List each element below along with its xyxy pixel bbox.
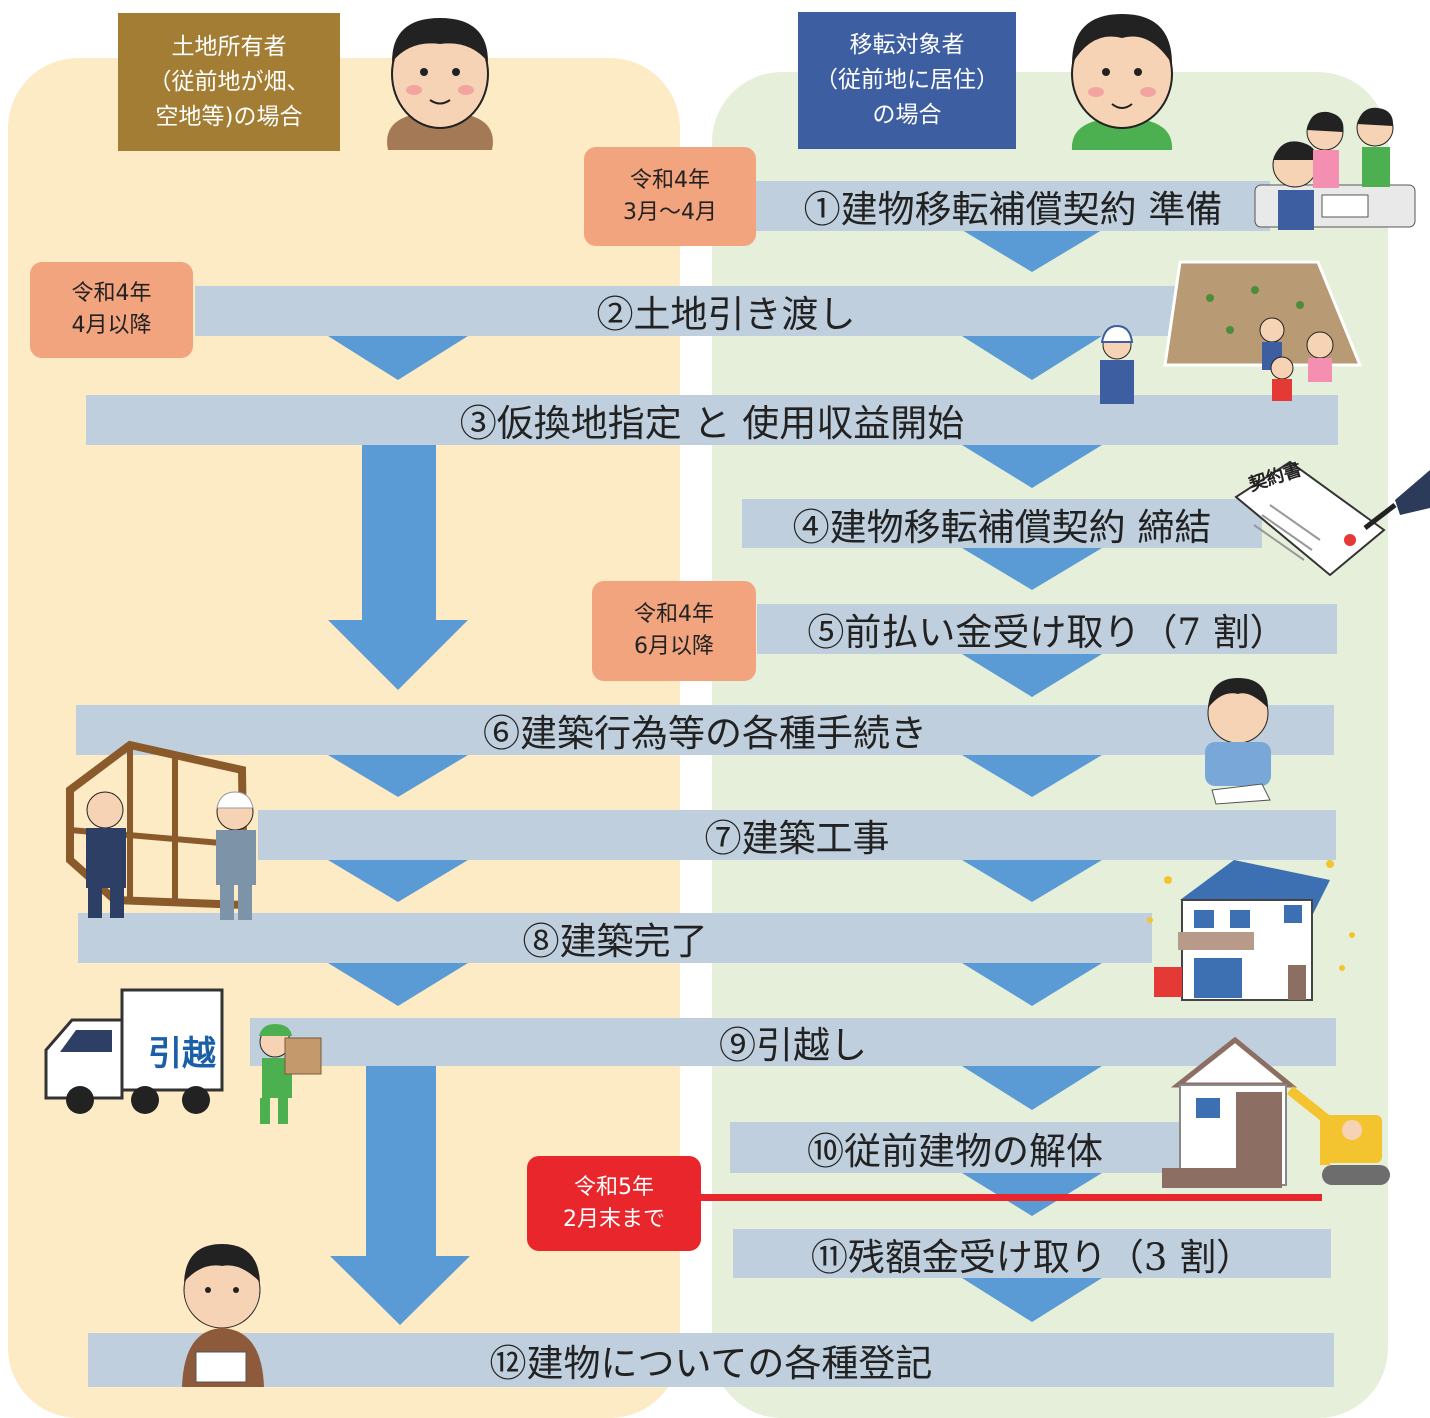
step-5-bar: ⑤前払い金受け取り（7 割） bbox=[757, 604, 1337, 654]
deadline-line bbox=[690, 1194, 1322, 1201]
arrow-11-to-12 bbox=[962, 1278, 1102, 1322]
step-10-bar: ⑩従前建物の解体 bbox=[730, 1122, 1180, 1173]
step-12-label: ⑫建物についての各種登記 bbox=[489, 1342, 933, 1385]
date-badge-step-1: 令和4年 3月～4月 bbox=[584, 147, 756, 246]
arrow-9-to-12-long bbox=[330, 1066, 470, 1325]
arrow-8-to-9-right bbox=[962, 963, 1102, 1006]
arrow-3-to-6-long bbox=[328, 440, 468, 690]
arrow-7-to-8-right bbox=[962, 860, 1102, 902]
arrow-3-to-4 bbox=[962, 445, 1102, 488]
step-4-label: ④建物移転補償契約 締結 bbox=[792, 505, 1212, 549]
arrow-1-to-2 bbox=[962, 230, 1102, 272]
arrow-4-to-5 bbox=[962, 548, 1102, 590]
relocatee-header: 移転対象者 （従前地に居住） の場合 bbox=[798, 12, 1016, 149]
deadline-badge: 令和5年 2月末まで bbox=[527, 1156, 701, 1251]
flow-arrows bbox=[328, 230, 1102, 1325]
step-8-bar: ⑧建築完了 bbox=[78, 913, 1152, 963]
step-2-label: ②土地引き渡し bbox=[596, 293, 856, 336]
step-2-bar: ②土地引き渡し bbox=[195, 286, 1257, 336]
arrow-6-to-7-left bbox=[328, 755, 468, 797]
step-4-bar: ④建物移転補償契約 締結 bbox=[742, 499, 1262, 549]
arrow-2-to-3-right bbox=[962, 336, 1102, 380]
step-6-label: ⑥建築行為等の各種手続き bbox=[483, 712, 927, 755]
step-7-bar: ⑦建築工事 bbox=[258, 810, 1336, 860]
step-11-label: ⑪残額金受け取り（3 割） bbox=[810, 1235, 1254, 1279]
step-10-label: ⑩従前建物の解体 bbox=[807, 1129, 1103, 1173]
step-9-label: ⑨引越し bbox=[719, 1024, 867, 1067]
arrow-5-to-6 bbox=[962, 654, 1102, 697]
step-3-bar: ③仮換地指定 と 使用収益開始 bbox=[86, 395, 1338, 445]
landowner-header: 土地所有者 （従前地が畑、 空地等)の場合 bbox=[118, 13, 340, 151]
date-badge-step-2: 令和4年 4月以降 bbox=[30, 262, 193, 358]
arrow-8-to-9-left bbox=[328, 963, 468, 1006]
step-12-bar: ⑫建物についての各種登記 bbox=[88, 1333, 1334, 1387]
step-1-bar: ①建物移転補償契約 準備 bbox=[756, 181, 1270, 231]
step-5-label: ⑤前払い金受け取り（7 割） bbox=[807, 611, 1287, 654]
arrow-9-to-10 bbox=[962, 1066, 1102, 1110]
step-11-bar: ⑪残額金受け取り（3 割） bbox=[733, 1229, 1331, 1279]
step-9-bar: ⑨引越し bbox=[250, 1018, 1336, 1067]
arrow-6-to-7-right bbox=[962, 755, 1102, 797]
step-3-label: ③仮換地指定 と 使用収益開始 bbox=[459, 402, 965, 445]
date-badge-step-5: 令和4年 6月以降 bbox=[592, 581, 756, 681]
step-8-label: ⑧建築完了 bbox=[522, 920, 708, 963]
arrow-2-to-3-left bbox=[328, 336, 468, 380]
step-6-bar: ⑥建築行為等の各種手続き bbox=[76, 705, 1334, 755]
step-1-label: ①建物移転補償契約 準備 bbox=[803, 188, 1223, 231]
step-7-label: ⑦建築工事 bbox=[704, 817, 890, 860]
arrow-7-to-8-left bbox=[328, 860, 468, 902]
